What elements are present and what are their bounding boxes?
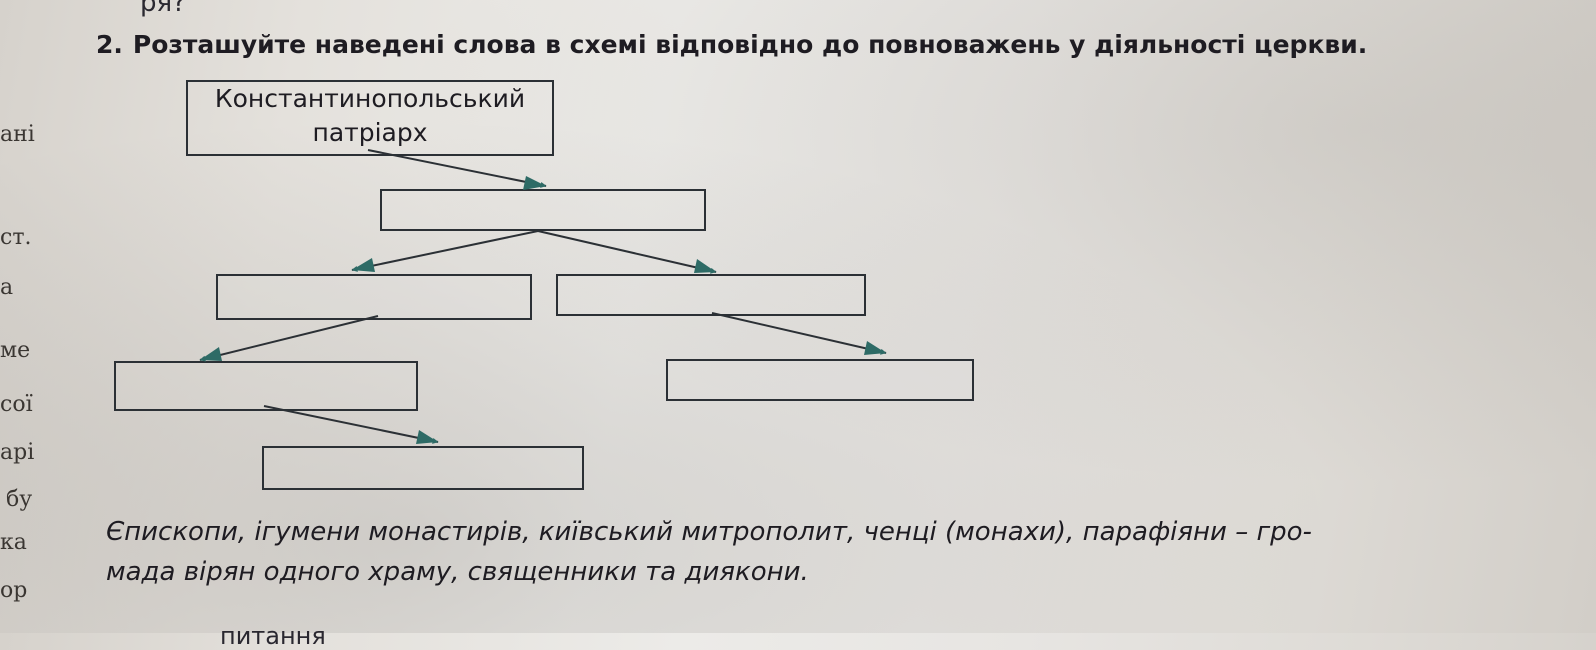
arrowhead [416,430,438,444]
arrowhead [200,347,222,361]
margin-fragment: бу [6,487,33,512]
diagram-arrows [199,149,887,444]
margin-fragment: а [0,275,14,300]
margin-fragment: ані [0,122,35,147]
margin-fragment: сої [0,392,33,417]
root-node-line1: Константинопольський [214,84,526,113]
next-section-fragment-text: питання [220,622,326,650]
arrowhead [352,258,375,272]
root-node-line2: патріарх [312,118,428,147]
root-node-box: Константинопольський патріарх [186,80,554,156]
word-bank: Єпископи, ігумени монастирів, київський … [106,512,1556,592]
empty-node-level2-left [216,274,532,320]
arrowhead [864,341,886,355]
margin-fragment: ме [0,338,31,363]
arrowhead [694,259,716,273]
empty-node-level4 [262,446,584,490]
margin-fragment: ка [0,530,27,555]
word-bank-line1: Єпископи, ігумени монастирів, київський … [106,517,1312,547]
margin-fragment: ор [0,578,28,603]
arrow-level1-to-left [351,230,539,272]
empty-node-level1 [380,189,706,231]
arrow-left-to-level3 [199,315,379,362]
task-heading: 2. Розташуйте наведені слова в схемі відп… [96,30,1367,59]
previous-page-fragment: ря? [140,0,186,18]
arrowhead [523,176,546,190]
empty-node-level2-right [556,274,866,316]
word-bank-line2: мада вірян одного храму, священники та д… [106,557,809,587]
next-section-fragment: питання [220,612,326,650]
empty-node-level3-left [114,361,418,411]
arrow-level1-to-right [537,230,717,274]
margin-fragment: ст. [0,225,32,250]
margin-fragment: арі [0,440,35,465]
arrow-right-to-level3 [711,312,887,355]
empty-node-level3-right [666,359,974,401]
task-number: 2. [96,30,123,59]
arrow-level3-to-level4 [263,405,439,444]
task-text: Розташуйте наведені слова в схемі відпов… [132,30,1368,59]
arrow-root-to-level1 [367,149,547,188]
